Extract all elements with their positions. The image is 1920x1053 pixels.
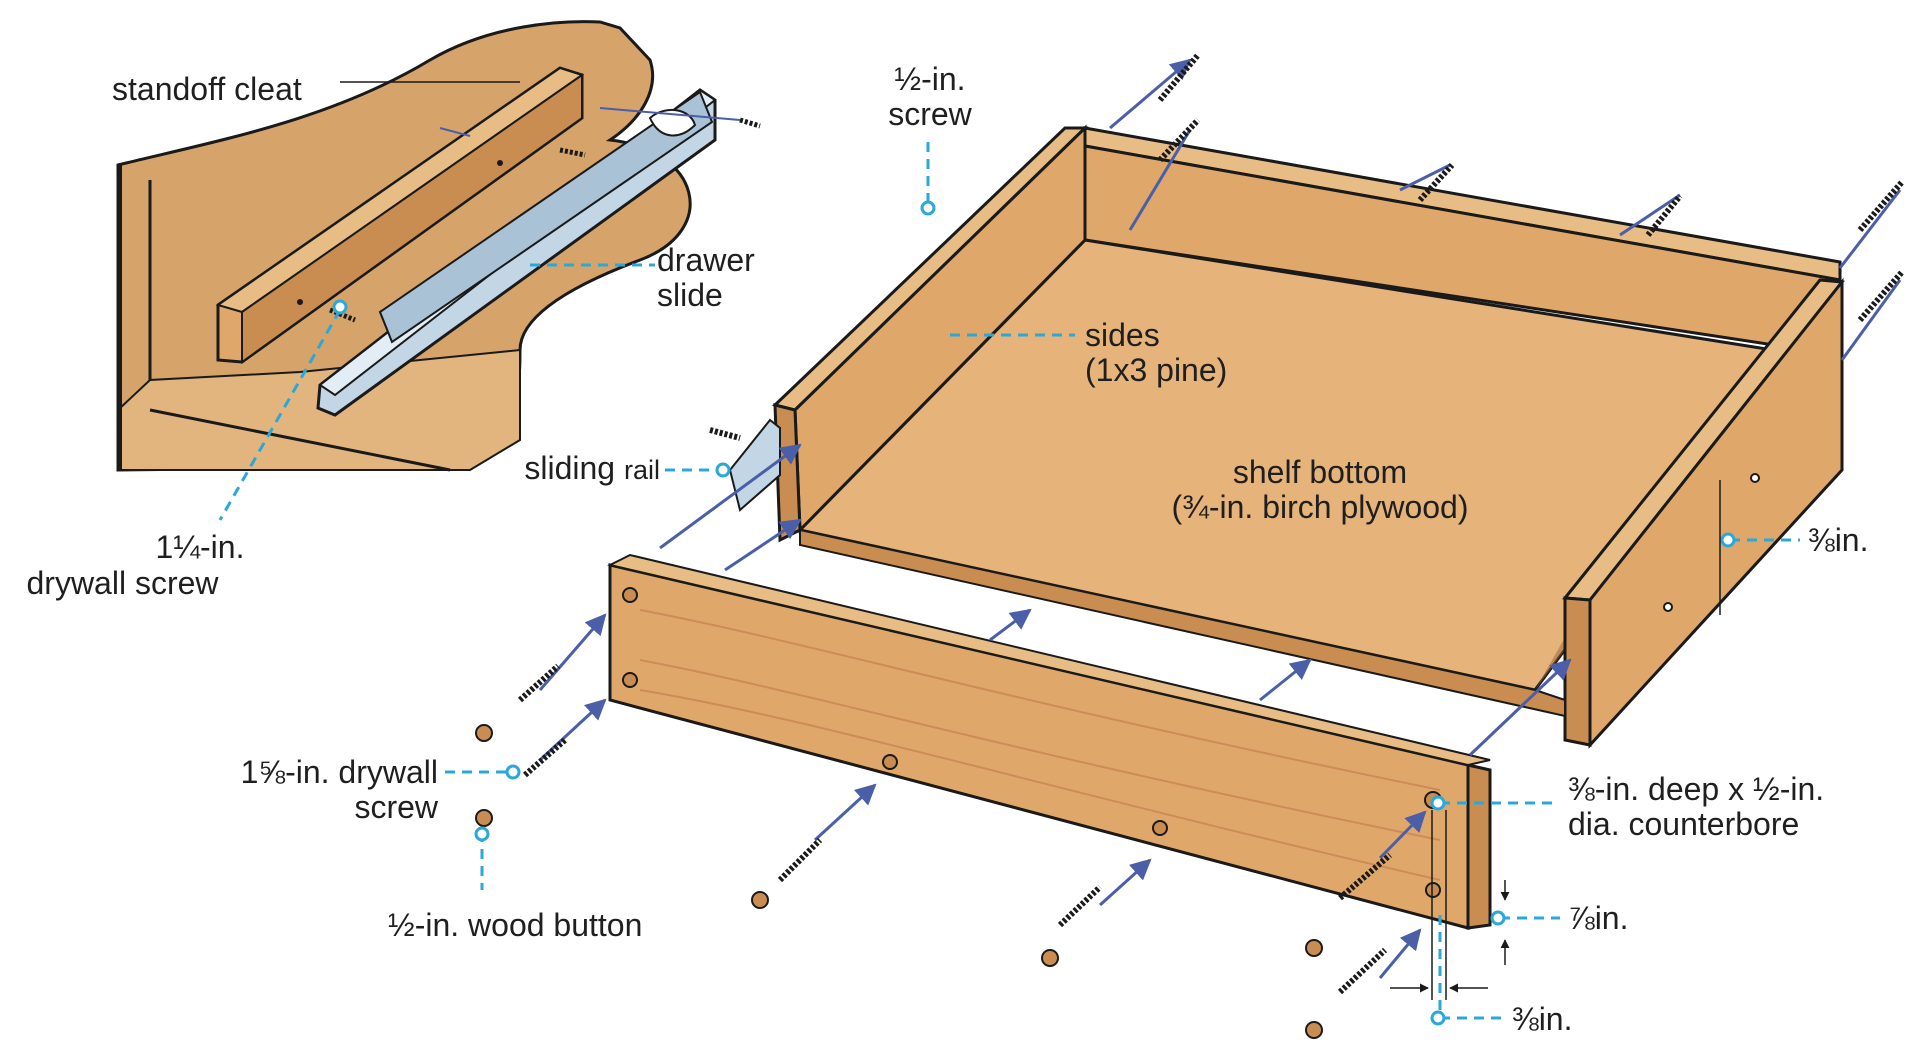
label-sides-line1: sides <box>1085 317 1160 353</box>
label-drywall-screw-long-line2: screw <box>354 789 438 825</box>
label-counterbore-line2: dia. counterbore <box>1568 806 1800 842</box>
label-drywall-screw-short-line1: 1¼-in. <box>155 529 245 565</box>
standoff-cleat <box>215 66 585 364</box>
label-half-in-screw-line1: ½-in. <box>894 61 966 97</box>
label-three-eighths-right: ⅜in. <box>1808 522 1869 558</box>
label-sliding-rail: sliding rail <box>470 451 660 488</box>
label-drawer-slide-line1: drawer <box>657 242 755 278</box>
inset-cabinet <box>116 20 761 472</box>
inset-screws <box>329 107 761 323</box>
label-counterbore-line1: ⅜-in. deep x ½-in. <box>1568 771 1825 807</box>
screws <box>517 53 1905 995</box>
leader-dots <box>332 200 1736 1026</box>
wood-buttons <box>475 724 1323 1039</box>
label-half-in-screw-line2: screw <box>888 96 972 132</box>
left-side-board <box>771 124 1089 543</box>
label-standoff-cleat: standoff cleat <box>112 71 302 107</box>
drawer-box <box>771 124 1845 749</box>
label-sliding-rail-b: rail <box>623 455 660 485</box>
label-three-eighths-bottom: ⅜in. <box>1512 1001 1573 1037</box>
label-drywall-screw-short-line2: drywall screw <box>26 565 219 601</box>
dimension-marks <box>1390 480 1721 1000</box>
label-sides-line2: (1x3 pine) <box>1085 352 1228 388</box>
label-shelf-bottom-line1: shelf bottom <box>1232 454 1408 490</box>
label-drawer-slide-line2: slide <box>657 277 723 313</box>
drawer-slide <box>316 88 717 417</box>
label-sliding-rail-a: sliding <box>524 450 624 486</box>
front-board <box>607 553 1492 930</box>
label-wood-button: ½-in. wood button <box>388 907 643 943</box>
right-side-board <box>1562 277 1845 749</box>
label-seven-eighths: ⅞in. <box>1568 900 1629 936</box>
label-shelf-bottom-line2: (¾-in. birch plywood) <box>1171 489 1469 525</box>
label-drywall-screw-long-line1: 1⅝-in. drywall <box>240 754 438 790</box>
leader-lines <box>218 142 1800 1020</box>
